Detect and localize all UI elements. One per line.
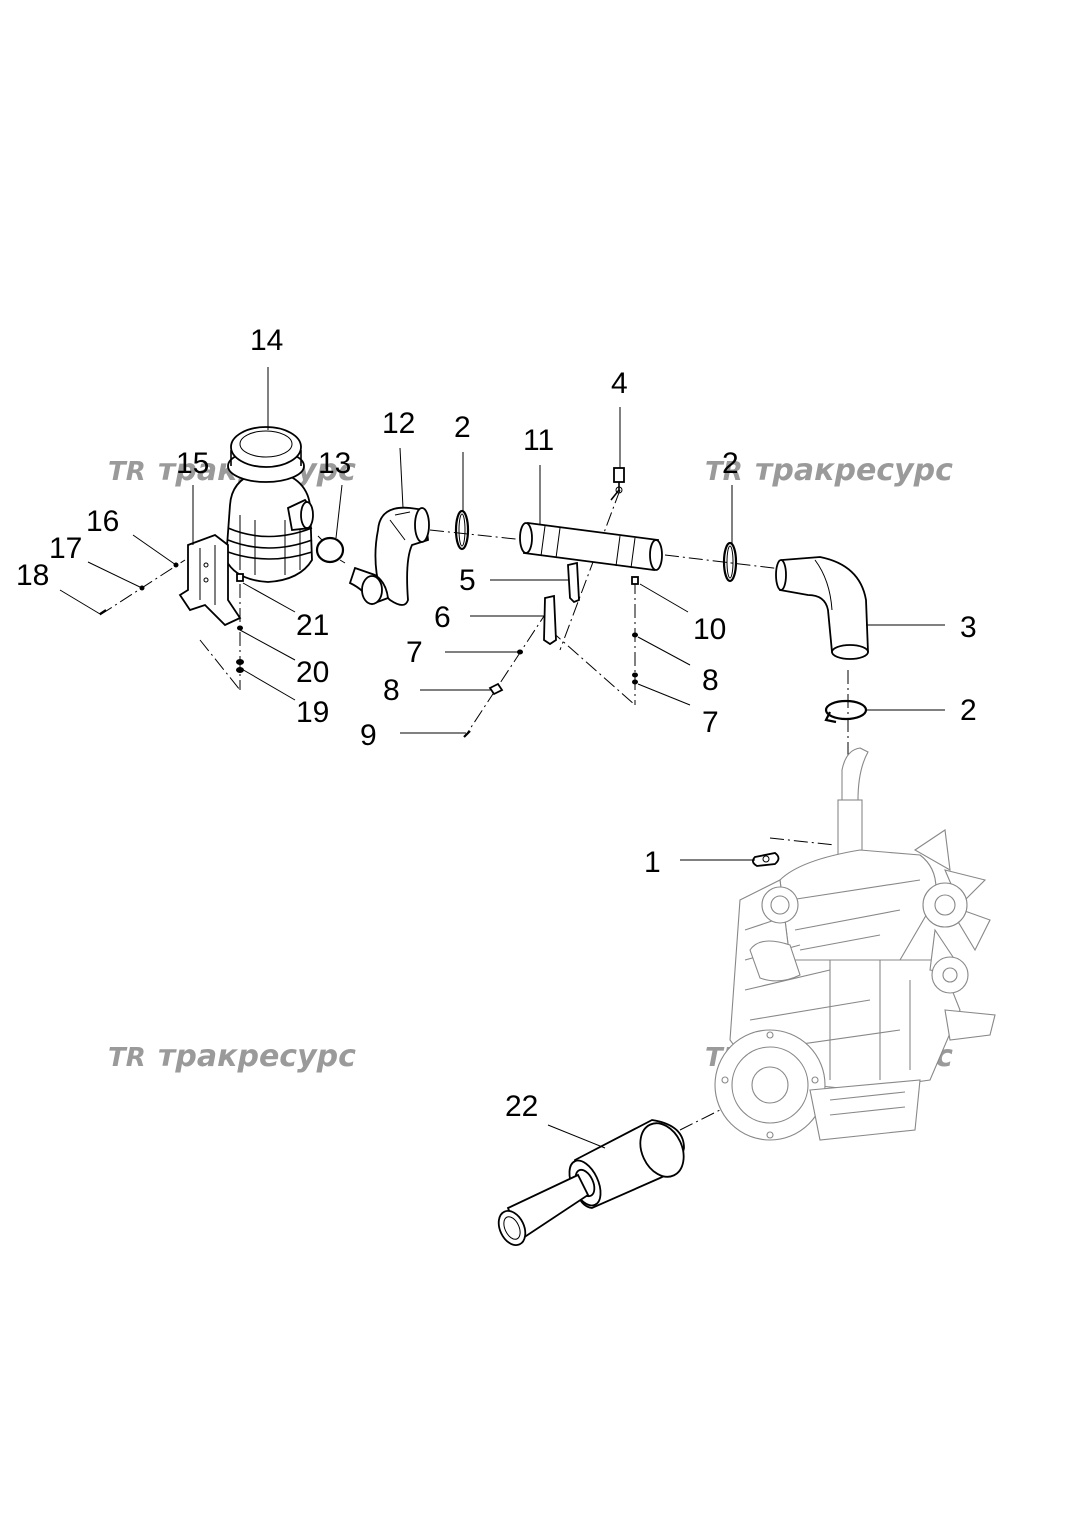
label-part-13: 13 [318,447,351,480]
watermark-text: тракресурс [755,453,953,488]
label-part-7-a: 7 [406,636,423,669]
label-part-11: 11 [523,424,554,457]
label-part-22: 22 [505,1090,538,1123]
gasket-part-1 [752,852,780,867]
label-part-17: 17 [49,532,82,565]
clamp-part-2-b [722,541,738,583]
part-labels: 14 12 2 11 4 2 15 13 16 17 18 21 20 19 5… [16,324,977,1123]
watermark-logo: TR [705,457,743,487]
engine-assembly [714,747,996,1141]
bracket-part-5 [567,561,580,604]
label-part-21: 21 [296,609,329,642]
leader-lines [59,367,945,1149]
label-part-2-b: 2 [722,447,739,480]
label-part-2-c: 2 [960,694,977,727]
label-part-1: 1 [644,846,661,879]
label-part-8-a: 8 [383,674,400,707]
label-part-8-b: 8 [702,664,719,697]
watermark-text: тракресурс [158,1039,356,1074]
label-part-18: 18 [16,559,49,592]
label-part-16: 16 [86,505,119,538]
label-part-2-a: 2 [454,411,471,444]
label-part-10: 10 [693,613,726,646]
label-part-14: 14 [250,324,283,357]
muffler-part-22 [497,1119,685,1246]
label-part-5: 5 [459,564,476,597]
label-part-20: 20 [296,656,329,689]
label-part-6: 6 [434,601,451,634]
clamp-part-2-c [824,699,868,724]
bracket-part-15 [178,533,242,627]
watermark-top-right: TR тракресурс [705,453,953,488]
label-part-19: 19 [296,696,329,729]
watermark-logo: TR [108,457,146,487]
elbow-part-12 [348,506,430,606]
pipe-part-11 [519,521,663,572]
label-part-9: 9 [360,719,377,752]
label-part-4: 4 [611,367,628,400]
clamp-part-2-a [454,509,470,551]
label-part-12: 12 [382,407,415,440]
elbow-part-3 [775,556,869,660]
bracket-part-6 [543,594,557,646]
watermark-logo: TR [108,1043,146,1073]
air-cleaner-assembly [225,426,314,583]
sensor-part-4 [610,467,625,501]
clamp-part-13 [315,535,346,564]
label-part-3: 3 [960,611,977,644]
watermark-bottom-left: TR тракресурс [108,1039,356,1074]
label-part-7-b: 7 [702,706,719,739]
label-part-15: 15 [176,447,209,480]
